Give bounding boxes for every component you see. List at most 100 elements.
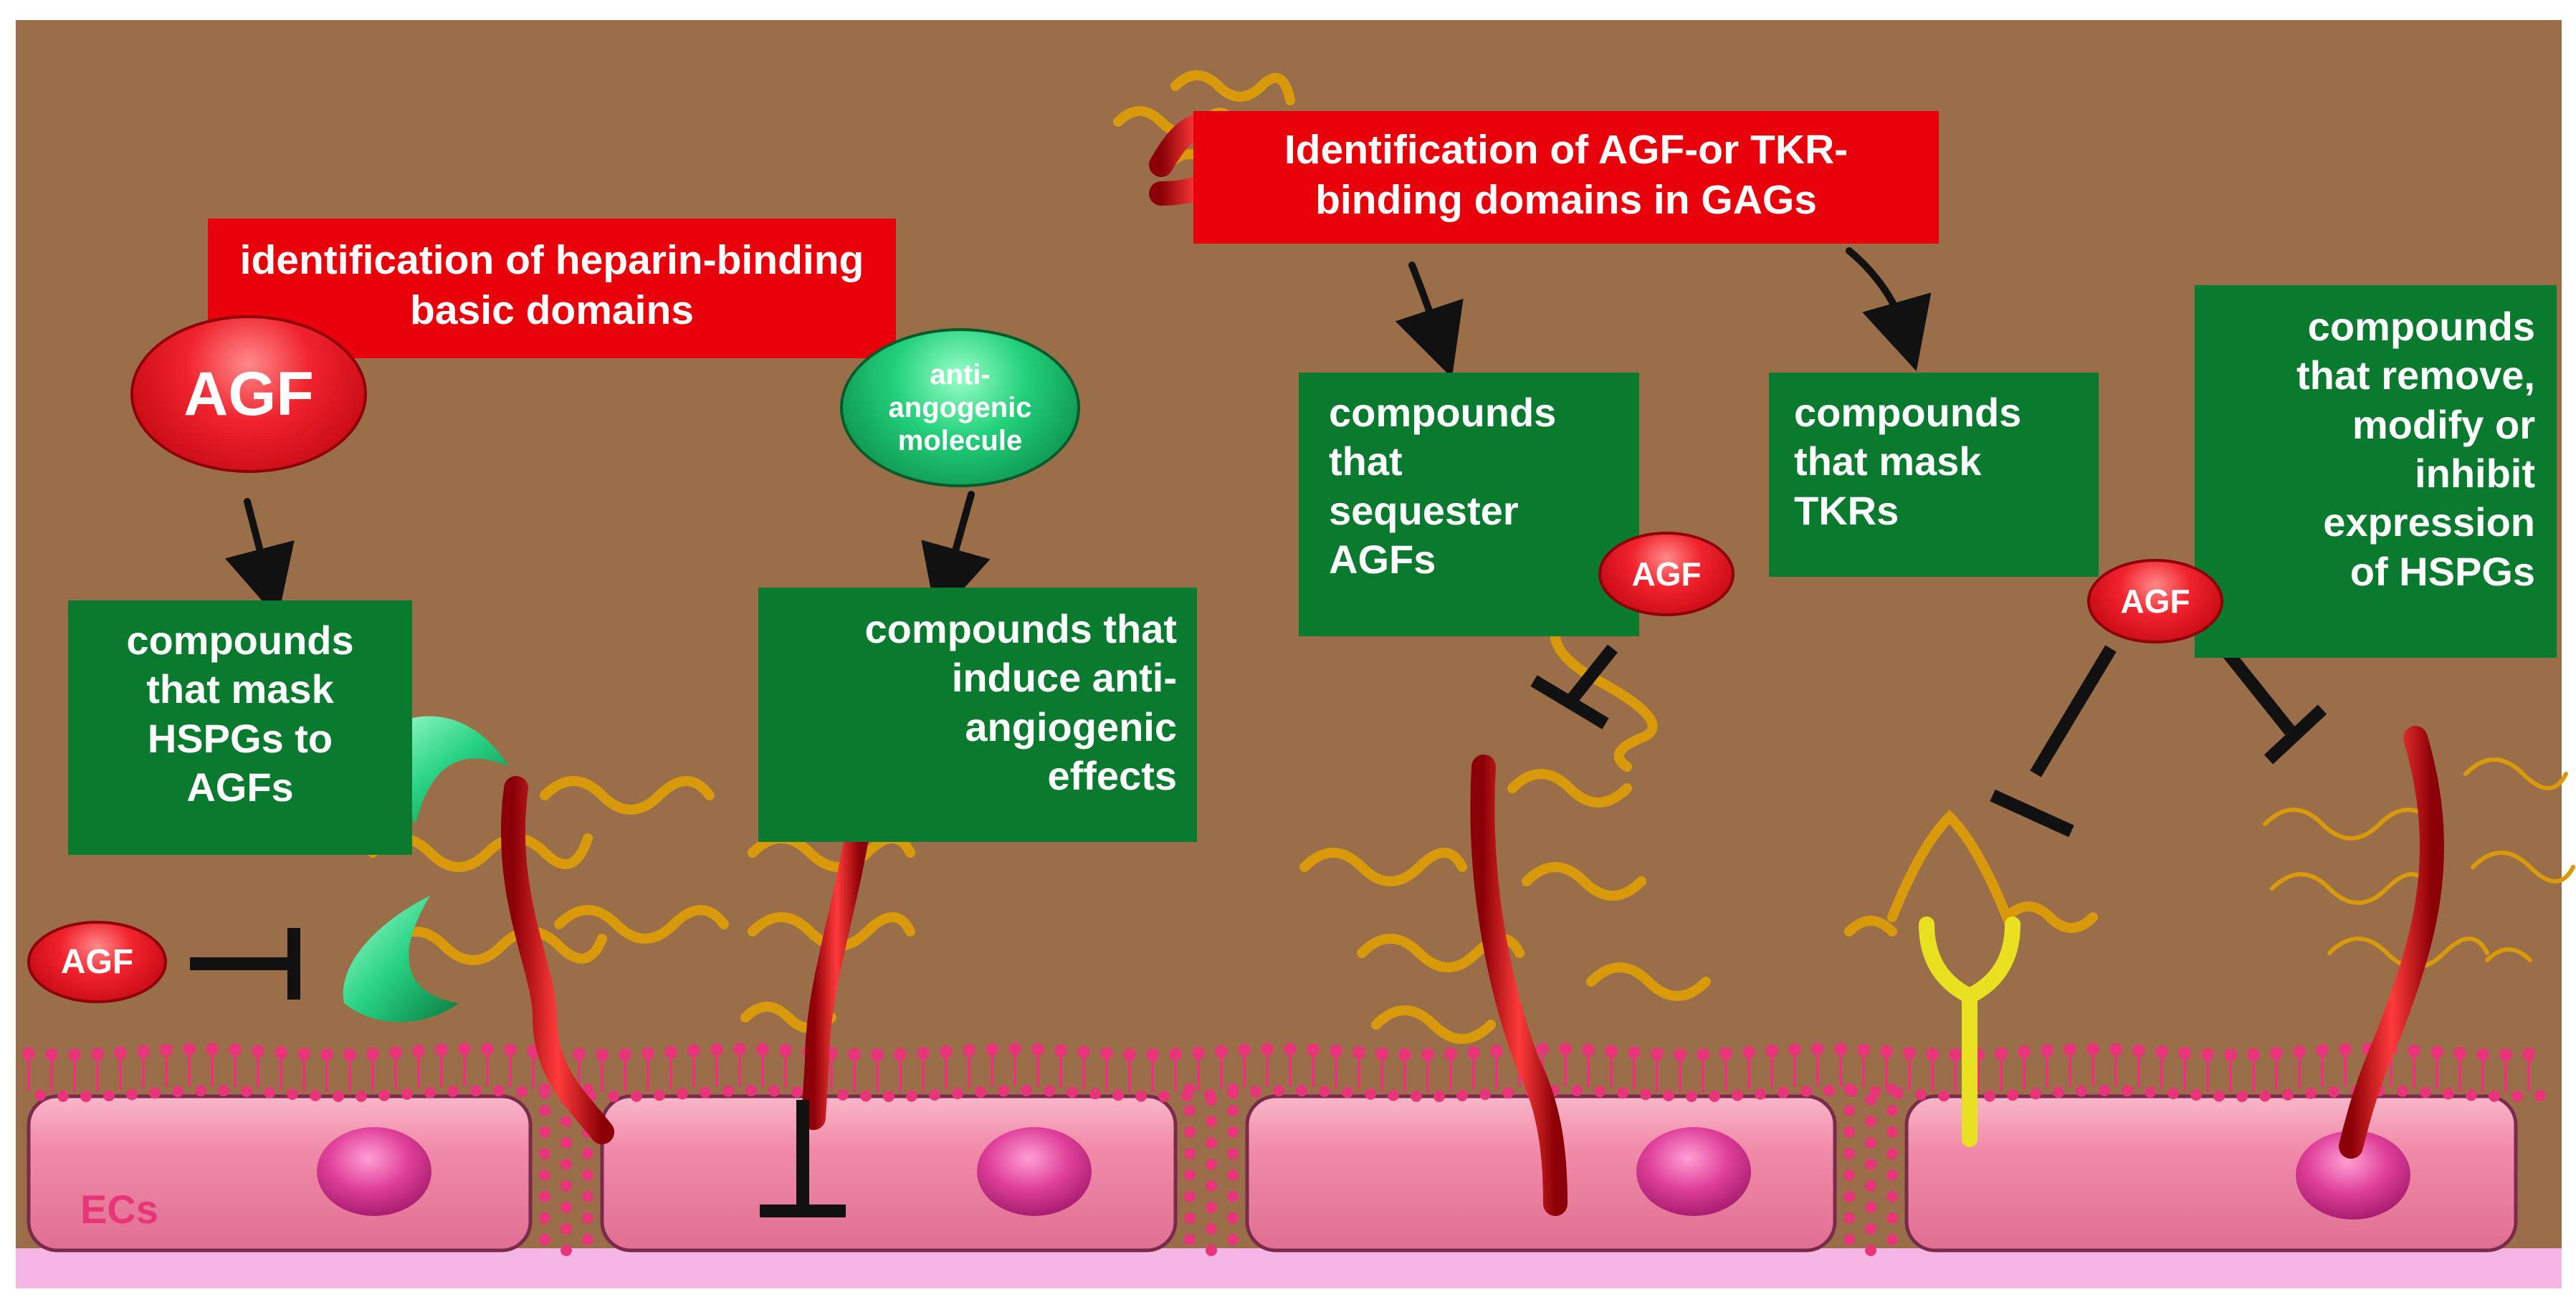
lipid-head <box>2213 1090 2225 1102</box>
lipid-head <box>22 1047 35 1060</box>
heparin-box-line: identification of heparin-binding <box>239 237 864 283</box>
lipid-head <box>1319 1085 1330 1097</box>
lipid-head <box>1697 1048 1709 1061</box>
arrow-anti-to-induce <box>921 491 991 619</box>
sequester-line: that <box>1329 439 1403 484</box>
induce-anti-line: effects <box>1047 752 1177 798</box>
remove-modify-box: compounds that remove, modify or inhibit… <box>2195 285 2557 658</box>
lipid-head <box>1184 1234 1196 1245</box>
lipid-head <box>1206 1223 1217 1235</box>
lipid-head <box>582 1234 593 1245</box>
lipid-head <box>1880 1045 1893 1058</box>
lipid-head <box>1843 1234 1855 1245</box>
lipid-head <box>1184 1083 1196 1095</box>
agf-large-label: AGF <box>183 359 314 428</box>
induce-anti-line: induce anti- <box>951 655 1177 701</box>
mask-hspg-line: compounds <box>126 618 354 663</box>
lipid-head <box>1169 1048 1182 1061</box>
arrow-gag-to-sequester <box>1395 262 1464 378</box>
lipid-head <box>1778 1086 1789 1098</box>
lipid-head <box>320 1048 333 1061</box>
lipid-head <box>1250 1086 1261 1098</box>
lipid-head <box>560 1137 572 1149</box>
mask-hspg-line: AGFs <box>186 764 294 810</box>
lipid-head <box>1571 1085 1583 1097</box>
remove-modify-line: expression <box>2323 499 2535 545</box>
lipid-head <box>1686 1090 1697 1102</box>
lipid-head <box>2145 1086 2156 1098</box>
lipid-head <box>458 1043 471 1056</box>
lipid-head <box>2511 1090 2523 1102</box>
lipid-head <box>560 1245 572 1256</box>
remove-modify-line: that remove, <box>2296 353 2535 398</box>
lipid-head <box>1365 1088 1376 1100</box>
lipid-head <box>1158 1090 1170 1102</box>
lipid-head <box>1434 1090 1445 1102</box>
lipid-head <box>1886 1191 1898 1202</box>
lipid-head <box>1984 1090 1995 1102</box>
lipid-head <box>2132 1043 2145 1057</box>
lipid-head <box>1067 1086 1078 1098</box>
lipid-head <box>1857 1043 1870 1057</box>
lipid-head <box>700 1086 711 1098</box>
lipid-head <box>1674 1048 1687 1061</box>
lipid-head <box>1100 1047 1113 1060</box>
lipid-head <box>560 1223 572 1235</box>
lipid-head <box>2099 1085 2110 1097</box>
lipid-head <box>149 1087 161 1099</box>
lipid-head <box>356 1090 367 1102</box>
lipid-head <box>539 1212 550 1224</box>
mask-tkr-line: compounds <box>1794 390 2022 435</box>
lipid-head <box>2397 1085 2408 1097</box>
lipid-head <box>1192 1046 1205 1060</box>
lipid-head <box>779 1043 792 1057</box>
sequester-line: sequester <box>1329 487 1519 533</box>
lipid-head <box>378 1089 390 1101</box>
lipid-head <box>366 1047 379 1060</box>
lipid-head <box>1215 1045 1228 1058</box>
lipid-head <box>389 1045 402 1059</box>
lipid-head <box>1865 1202 1876 1213</box>
masking-cup-2 <box>343 896 459 1023</box>
lipid-head <box>206 1043 219 1056</box>
lipid-head <box>1184 1212 1196 1224</box>
lipid-head <box>103 1090 115 1102</box>
ecs-label: ECs <box>80 1187 158 1232</box>
lipid-head <box>733 1043 746 1056</box>
lipid-head <box>1938 1090 1950 1102</box>
lipid-head <box>1788 1043 1801 1056</box>
lipid-head <box>1843 1212 1855 1224</box>
remove-modify-line: modify or <box>2352 401 2535 447</box>
lipid-head <box>1628 1046 1641 1060</box>
lipid-head <box>722 1085 734 1097</box>
lipid-head <box>1330 1044 1342 1058</box>
lipid-head <box>1640 1088 1651 1101</box>
lipid-head <box>310 1089 321 1101</box>
lipid-head <box>2466 1089 2477 1101</box>
lipid-head <box>1834 1043 1847 1056</box>
lipid-head <box>710 1043 723 1056</box>
nucleus-1 <box>317 1127 431 1216</box>
remove-modify-line: of HSPGs <box>2350 548 2535 594</box>
lipid-head <box>2420 1086 2431 1098</box>
lipid-head <box>1865 1223 1876 1235</box>
lipid-head <box>1765 1044 1778 1058</box>
lipid-head <box>1307 1043 1320 1056</box>
lipid-head <box>1865 1094 1876 1106</box>
lipid-head <box>582 1169 593 1181</box>
lipid-head <box>641 1047 654 1060</box>
lipid-head <box>1559 1043 1572 1056</box>
lipid-head <box>2076 1085 2087 1097</box>
lipid-head <box>619 1048 631 1061</box>
induce-anti-box: compounds that induce anti- angiogenic e… <box>758 588 1197 842</box>
lipid-head <box>1843 1169 1855 1181</box>
lipid-head <box>1926 1048 1939 1061</box>
lipid-head <box>1886 1126 1898 1138</box>
lipid-head <box>2167 1088 2179 1100</box>
lipid-head <box>1800 1085 1812 1097</box>
lipid-head <box>1273 1085 1284 1097</box>
gag-chain <box>1887 810 2098 933</box>
mask-hspg-line: HSPGs to <box>147 715 333 761</box>
lipid-head <box>2064 1043 2076 1056</box>
